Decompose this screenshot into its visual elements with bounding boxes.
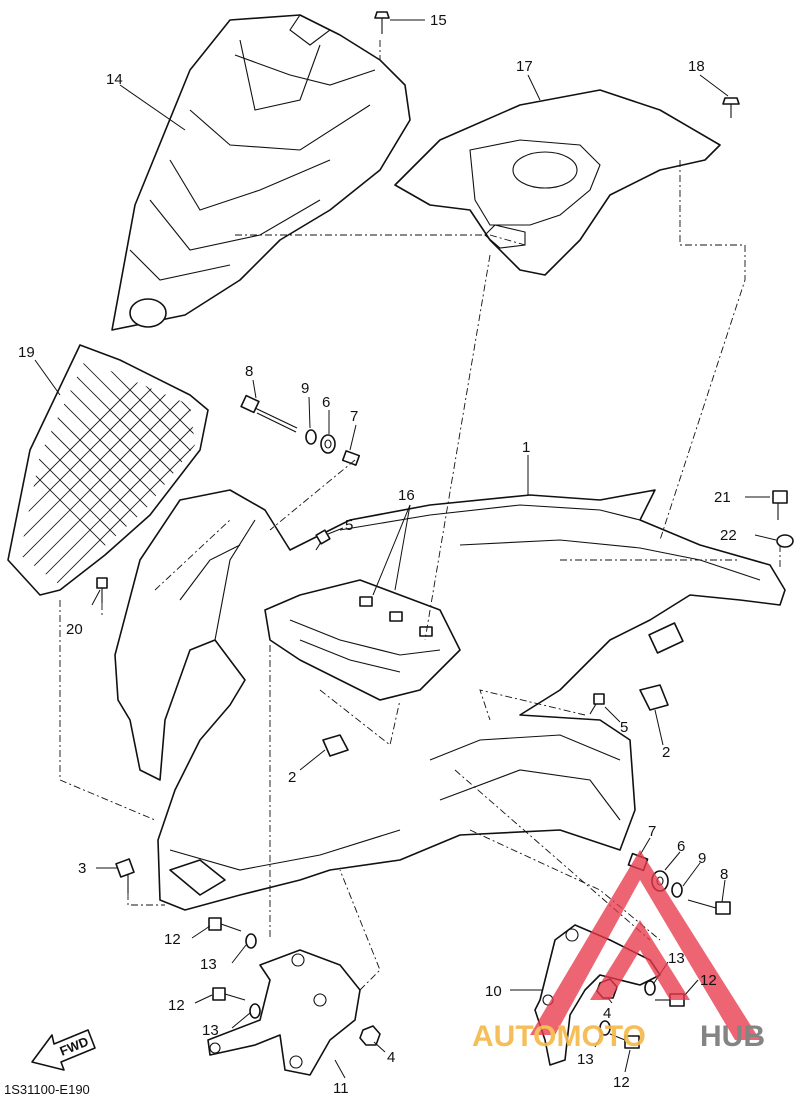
fasteners-upper [96,11,794,893]
callout-15: 15 [430,12,447,29]
watermark-logo: AUTOMOTO HUB [472,850,765,1053]
callout-11: 11 [333,1080,349,1097]
callout-21: 21 [714,489,731,506]
fwd-arrow: FWD [31,1029,96,1071]
callout-12d: 12 [613,1074,630,1091]
leader-lines [34,19,777,1079]
callout-2a: 2 [288,769,296,786]
part-11-left-bracket [207,917,381,1076]
part-1-front-fender [114,489,786,911]
callout-5a: 5 [345,517,353,534]
callout-13b: 13 [202,1022,219,1039]
callout-13c: 13 [668,950,685,967]
callout-12b: 12 [168,997,185,1014]
callout-4a: 4 [387,1049,395,1066]
callout-22: 22 [720,527,737,544]
callout-labels: 14 15 17 18 19 8 9 6 7 1 16 5 21 22 20 5… [18,12,737,1097]
callout-7a: 7 [350,408,358,425]
callout-8a: 8 [245,363,253,380]
callout-10: 10 [485,983,502,1000]
callout-2b: 2 [662,744,670,761]
callout-18: 18 [688,58,705,75]
callout-9a: 9 [301,380,309,397]
part-17-top-cover [394,89,721,276]
callout-8b: 8 [720,866,728,883]
callout-5b: 5 [620,719,628,736]
callout-12c: 12 [700,972,717,989]
callout-6a: 6 [322,394,330,411]
callout-12a: 12 [164,931,181,948]
watermark-text-auto: AUTOMOTO [472,1020,646,1053]
callout-13d: 13 [577,1051,594,1068]
callout-13a: 13 [200,956,217,973]
part-14-headlight-cover [111,14,411,331]
callout-7b: 7 [648,823,656,840]
callout-4b: 4 [603,1005,611,1022]
callout-1: 1 [522,439,530,456]
callout-20: 20 [66,621,83,638]
callout-3: 3 [78,860,86,877]
diagram-code: 1S31100-E190 [4,1082,90,1097]
part-2-pads [322,684,669,757]
callout-6b: 6 [677,838,685,855]
callout-9b: 9 [698,850,706,867]
callout-16: 16 [398,487,415,504]
watermark-text-hub: HUB [700,1020,765,1053]
callout-17: 17 [516,58,533,75]
callout-19: 19 [18,344,35,361]
callout-14: 14 [106,71,123,88]
